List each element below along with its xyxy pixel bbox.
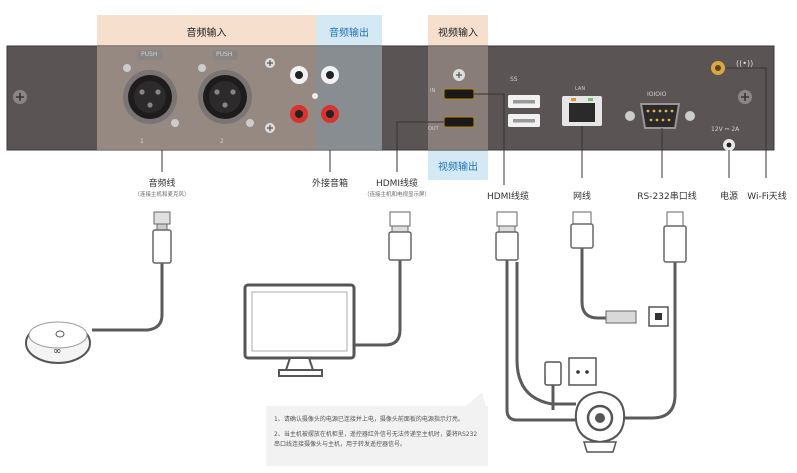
hdmi-out-port [443,116,475,128]
label-ext-speaker: 外接音箱 [311,179,348,189]
label-rs232: RS-232串口线 [637,192,697,202]
note-1: 1、请确认摄像头的电源已连接并上电，摄像头前面板的电源指示灯亮。 [274,416,464,423]
hdmi-out-label: OUT [428,126,439,132]
camera [574,390,626,453]
rca-jacks [290,66,339,123]
wifi-icon: ((•)) [736,59,753,68]
label-audio-cable: 音频线 [148,179,176,189]
section-audio-out: 音频输出 [329,28,369,39]
wifi-antenna-port [711,61,725,75]
push-label: PUSH [216,51,233,58]
label-power: 电源 [719,192,738,202]
hdmi-plug [495,211,519,261]
tv-monitor [243,283,356,377]
label-network: 网线 [572,192,591,202]
screw-icon [453,69,465,81]
section-audio-in: 音频输入 [186,28,227,39]
xlr-jack-2 [198,50,254,127]
cables [92,248,677,422]
svg-text:∞: ∞ [53,346,61,357]
serial-port [625,103,695,129]
section-video-in: 视频输入 [438,28,478,39]
xlr-jack-1 [123,50,179,127]
push-label: PUSH [141,51,158,58]
screw-icon [265,58,275,68]
screw-icon [265,123,275,133]
label-audio-cable-note: （连接主机和麦克风） [134,192,190,198]
screw-icon [13,90,27,104]
installation-notes: 1、请确认摄像头的电源已连接并上电，摄像头前面板的电源指示灯亮。 2、当主机被摆… [266,406,488,466]
power-rating: 12V ⎓ 2A [711,126,740,133]
hdmi-in-port [443,88,475,100]
note-2: 2、当主机被摆放在机柜里，遥控器红外信号无法传递至主机时，要将RS232串口线连… [274,431,478,448]
leader-lines [161,67,767,185]
label-hdmi-cable: HDMI线缆 [486,192,530,202]
power-adapter [544,357,597,386]
lan-label: LAN [575,86,586,92]
db9-plug [663,211,687,263]
mic1-label: 1 [140,138,144,145]
hdmi-in-label: IN [430,88,436,94]
label-wifi: Wi-Fi天线 [747,192,787,202]
hdmi-plug [388,211,412,261]
label-hdmi-wire: HDMI线缆 [375,179,419,189]
serial-label: IOIOIO [647,91,667,98]
power-port [723,139,735,151]
usb-label: SS [510,76,518,83]
network-wall-jack [605,306,669,327]
table-microphone: ∞ [25,321,91,364]
label-hdmi-wire-note: （连接主机和电视显示屏） [363,192,430,198]
audio-plug [152,211,172,264]
section-video-out: 视频输出 [438,162,478,173]
rj45-plug [570,211,594,249]
screw-icon [738,90,752,104]
mic2-label: 2 [220,138,224,145]
